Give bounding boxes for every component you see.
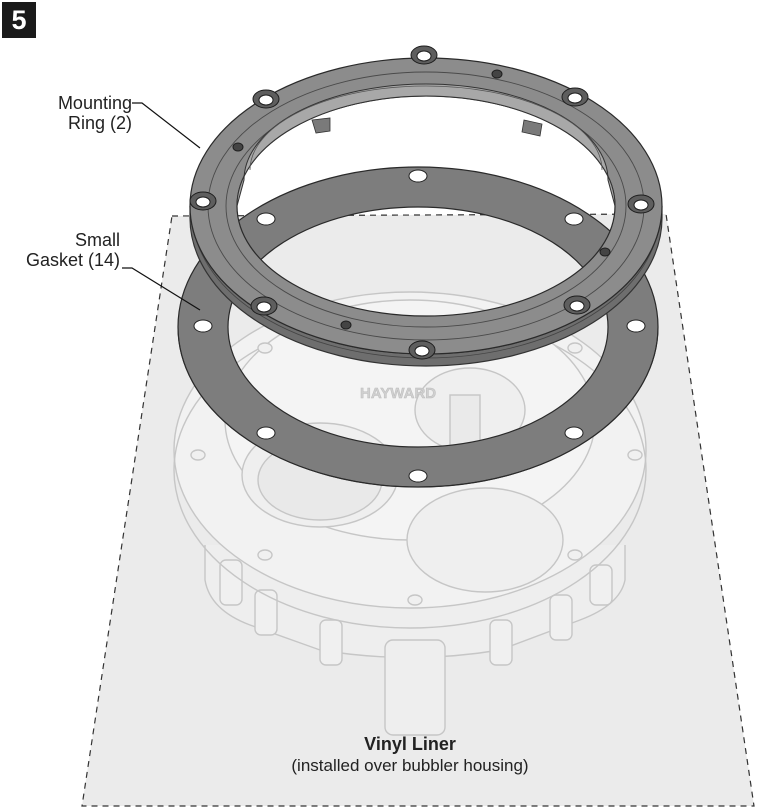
gasket-hole xyxy=(408,469,428,483)
small-gasket-label-line1: Small xyxy=(74,230,120,250)
ring-pin-hole xyxy=(340,320,352,330)
mounting-ring-label-line2: Ring (2) xyxy=(67,113,132,133)
ring-bolt-hole xyxy=(252,89,280,109)
ring-pin-hole xyxy=(232,142,244,152)
mounting-ring xyxy=(189,45,663,367)
gasket-hole xyxy=(256,426,276,440)
gasket-hole xyxy=(564,212,584,226)
gasket-hole xyxy=(408,169,428,183)
gasket-hole xyxy=(626,319,646,333)
gasket-hole xyxy=(564,426,584,440)
vinyl-liner-subtitle: (installed over bubbler housing) xyxy=(291,756,529,775)
ring-bolt-hole xyxy=(410,45,438,65)
ring-bolt-hole xyxy=(563,295,591,315)
vinyl-liner-caption: Vinyl Liner (installed over bubbler hous… xyxy=(230,733,590,777)
ring-bolt-hole xyxy=(561,87,589,107)
ring-bolt-hole xyxy=(250,296,278,316)
mounting-ring-leader xyxy=(132,102,201,149)
gasket-hole xyxy=(256,212,276,226)
small-gasket-label-line2: Gasket (14) xyxy=(25,250,120,270)
ring-pin-hole xyxy=(599,247,611,257)
small-gasket xyxy=(177,166,659,488)
ring-bolt-hole xyxy=(627,194,655,214)
step-number-badge: 5 xyxy=(2,2,36,38)
ring-pin-hole xyxy=(491,69,503,79)
ring-bolt-hole xyxy=(189,191,217,211)
small-gasket-label: Small Gasket (14) xyxy=(20,230,120,270)
ring-bolt-hole xyxy=(408,340,436,360)
vinyl-liner-title: Vinyl Liner xyxy=(364,734,456,754)
mounting-ring-label-line1: Mounting xyxy=(57,93,132,113)
gasket-hole xyxy=(193,319,213,333)
small-gasket-leader xyxy=(122,267,201,311)
housing-logo-text: HAYWARD xyxy=(360,385,436,402)
mounting-ring-label: Mounting Ring (2) xyxy=(40,93,132,133)
